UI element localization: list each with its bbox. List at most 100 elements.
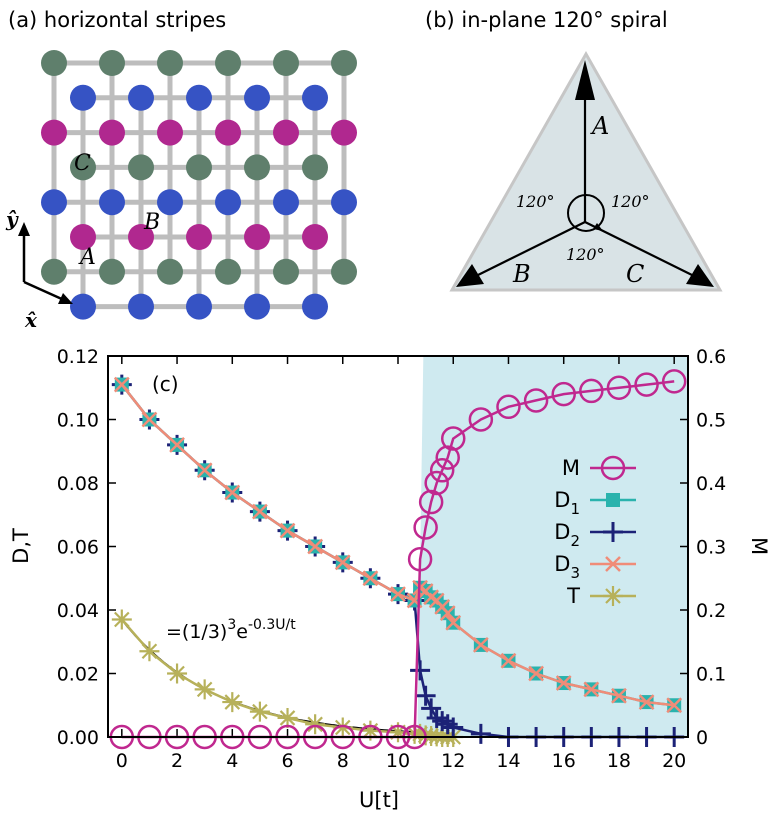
- point-t: [410, 723, 431, 744]
- lattice-site-a: [302, 154, 328, 181]
- plot-frame: [107, 355, 689, 738]
- lattice-site-c: [273, 189, 299, 216]
- point-m: [407, 546, 433, 572]
- panel-a: (a) horizontal stripes C B A ŷ x̂: [5, 8, 357, 332]
- point-d3: [528, 665, 544, 682]
- lattice-site-c: [186, 293, 212, 320]
- legend-marker-t: [603, 586, 623, 606]
- lattice-site-c: [128, 293, 154, 320]
- lattice-site-b: [41, 119, 67, 146]
- lattice-site-a: [99, 258, 125, 285]
- point-t: [167, 663, 188, 684]
- lattice-site-c: [70, 293, 96, 320]
- y2-tick-label: 0.3: [696, 537, 726, 559]
- annotation-base: =(1/3): [166, 621, 227, 643]
- data-series: [109, 369, 687, 750]
- lattice-site-a: [186, 154, 212, 181]
- y-tick-label: 0.10: [57, 410, 99, 432]
- y-tick-label: 0.08: [57, 473, 99, 495]
- point-d3: [439, 605, 456, 622]
- point-m: [551, 381, 576, 407]
- point-m: [468, 407, 494, 432]
- site-label-b: B: [143, 210, 160, 235]
- lattice-site-b: [70, 224, 96, 250]
- lattice-site-b: [128, 224, 154, 250]
- point-d3: [500, 652, 517, 669]
- x-tick-label: 10: [386, 750, 410, 772]
- y2-tick-label: 0.5: [696, 410, 726, 432]
- lattice-site-c: [70, 84, 96, 111]
- lattice-site-a: [128, 154, 154, 181]
- lattice-site-b: [186, 224, 212, 250]
- lattice-site-c: [302, 293, 328, 320]
- lattice-site-c: [331, 189, 357, 216]
- lattice-site-c: [128, 84, 154, 111]
- y-tick-label: 0.12: [57, 346, 99, 368]
- panel-c-label: (c): [152, 372, 179, 396]
- lattice-sites: [41, 50, 357, 320]
- point-d3: [169, 437, 185, 453]
- spin-label-b: B: [512, 260, 531, 288]
- x-tick-label: 20: [662, 750, 686, 772]
- y2-axis-label: M: [747, 537, 771, 555]
- legend-marker-m: [600, 455, 626, 481]
- lattice-site-a: [273, 50, 299, 76]
- spin-arrows: [475, 92, 695, 277]
- lattice-site-b: [302, 224, 328, 250]
- point-d2: [443, 717, 464, 738]
- point-m: [418, 489, 444, 515]
- point-d3: [362, 570, 379, 587]
- point-d3: [555, 675, 572, 691]
- angle-label-bottom: 120°: [566, 245, 605, 264]
- point-t: [332, 717, 353, 738]
- point-t: [194, 679, 215, 700]
- point-t: [388, 722, 408, 743]
- point-d3: [472, 637, 489, 653]
- series-d3: [113, 376, 683, 714]
- point-m: [661, 369, 687, 394]
- x-tick-label: 0: [116, 750, 128, 772]
- lattice-site-a: [41, 258, 67, 285]
- lattice-site-a: [157, 258, 183, 285]
- point-d3: [279, 522, 296, 539]
- legend-marker-d1: [606, 493, 620, 507]
- x-tick-label: 6: [281, 750, 293, 772]
- x-hat-label: x̂: [24, 308, 38, 332]
- lattice-site-a: [331, 258, 357, 285]
- lattice-site-c: [99, 189, 125, 216]
- point-m: [634, 372, 659, 397]
- legend-label: T: [566, 584, 580, 608]
- angle-label-left: 120°: [516, 192, 555, 211]
- lattice-site-c: [186, 84, 212, 111]
- annotation-e: e: [236, 621, 248, 643]
- y-tick-label: 0.00: [57, 727, 99, 749]
- point-d3: [224, 484, 241, 501]
- y2-tick-label: 0: [696, 727, 708, 749]
- lattice-site-a: [331, 50, 357, 76]
- point-t: [111, 609, 132, 630]
- point-m: [429, 458, 455, 483]
- axis-arrows: [18, 222, 73, 304]
- x-tick-label: 18: [607, 750, 631, 772]
- arrow-a-icon: [575, 60, 595, 100]
- point-d3: [583, 681, 600, 698]
- point-t: [277, 707, 298, 728]
- legend-marker-d3: [605, 556, 621, 572]
- point-d3: [611, 687, 627, 704]
- point-t: [249, 701, 270, 722]
- x-tick-label: 4: [226, 750, 238, 772]
- point-m: [606, 375, 632, 400]
- point-m: [523, 388, 549, 413]
- lattice-site-a: [157, 50, 183, 76]
- y-axis-label: D,T: [9, 528, 33, 564]
- point-d3: [445, 614, 462, 631]
- panel-a-title: (a) horizontal stripes: [8, 8, 226, 32]
- point-m: [413, 515, 438, 540]
- point-t: [139, 641, 160, 662]
- lattice-site-c: [41, 189, 67, 216]
- point-d3: [196, 462, 213, 479]
- angle-label-right: 120°: [611, 192, 650, 211]
- legend-label: D1: [554, 488, 580, 518]
- x-tick-label: 16: [552, 750, 576, 772]
